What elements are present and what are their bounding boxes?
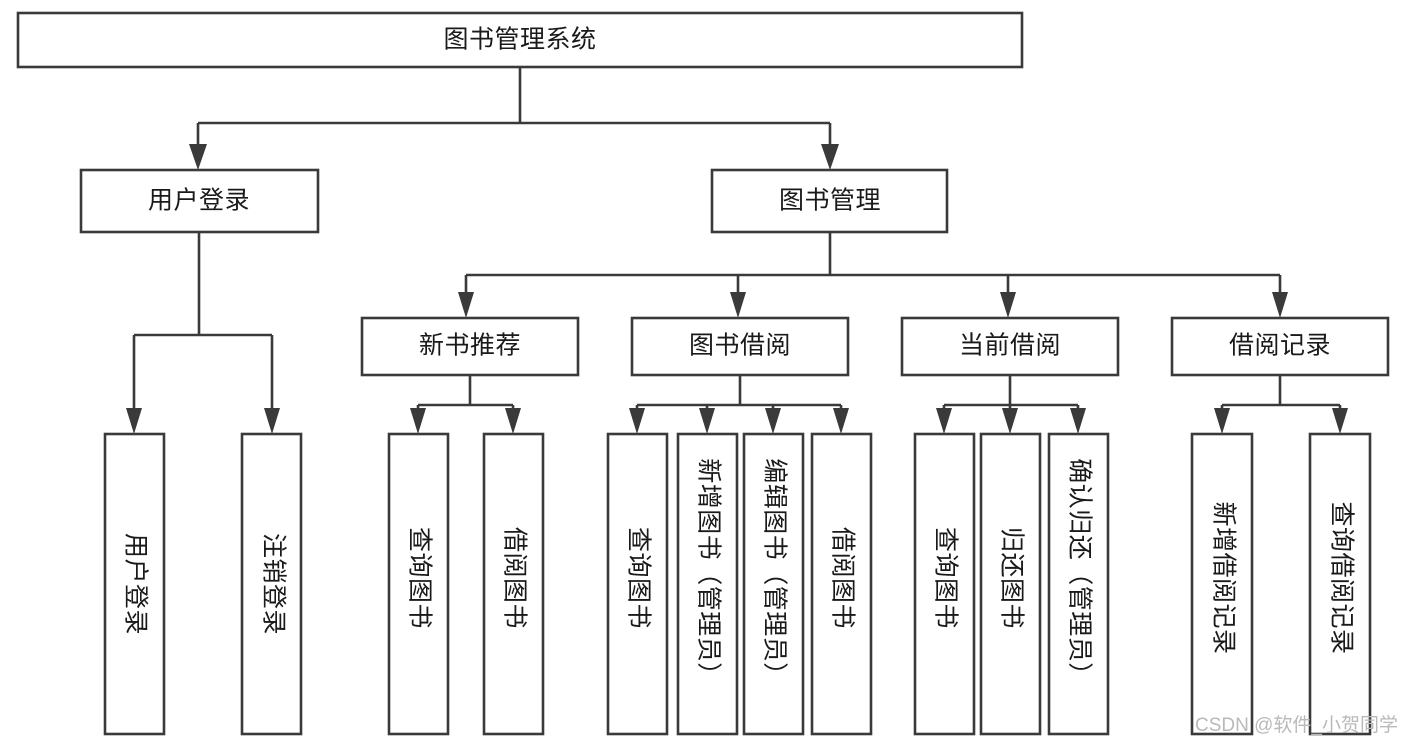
connector-layer <box>126 67 1348 434</box>
node-leaf-query-books-recommend[interactable]: 查询图书 <box>387 432 450 736</box>
node-new-book-recommend[interactable]: 新书推荐 <box>360 316 580 377</box>
arrow-bookborrow-leaf-4 <box>833 408 849 434</box>
arrow-bm-borrow-record <box>1272 292 1288 318</box>
node-current-borrow-label: 当前借阅 <box>959 332 1061 360</box>
node-leaf-borrow-books-recommend[interactable]: 借阅图书 <box>482 432 545 736</box>
node-book-management-box[interactable] <box>710 168 949 234</box>
node-leaf-confirm-return-admin-label: 确认归还（管理员） <box>1065 458 1093 688</box>
node-leaf-logout-login[interactable]: 注销登录 <box>240 432 303 736</box>
node-borrow-record[interactable]: 借阅记录 <box>1170 316 1390 377</box>
node-leaf-return-books[interactable]: 归还图书 <box>979 432 1042 736</box>
arrow-bm-new-book <box>458 292 474 318</box>
node-new-book-recommend-label: 新书推荐 <box>419 332 521 360</box>
node-borrow-record-label: 借阅记录 <box>1229 332 1331 360</box>
arrow-bm-book-borrow <box>730 292 746 318</box>
arrow-newbook-leaf-1 <box>410 408 426 434</box>
node-leaf-borrow-books-label: 借阅图书 <box>828 527 856 629</box>
node-leaf-add-borrow-record-label: 新增借阅记录 <box>1209 501 1237 654</box>
node-root[interactable]: 图书管理系统 <box>16 11 1024 69</box>
node-leaf-user-login[interactable]: 用户登录 <box>103 432 166 736</box>
node-user-login-label: 用户登录 <box>148 187 250 215</box>
arrow-currentborrow-leaf-2 <box>1002 408 1018 434</box>
node-user-login[interactable]: 用户登录 <box>79 168 320 234</box>
node-leaf-add-book-admin[interactable]: 新增图书（管理员） <box>676 432 739 736</box>
node-leaf-logout-login-box[interactable] <box>240 432 303 736</box>
node-book-borrow[interactable]: 图书借阅 <box>630 316 850 377</box>
node-book-borrow-label: 图书借阅 <box>689 332 791 360</box>
arrow-currentborrow-leaf-3 <box>1070 408 1086 434</box>
node-leaf-confirm-return-admin-box[interactable] <box>1047 432 1110 736</box>
arrow-newbook-leaf-2 <box>505 408 521 434</box>
node-root-box[interactable] <box>16 11 1024 69</box>
node-leaf-query-books-current[interactable]: 查询图书 <box>913 432 976 736</box>
arrow-bm-current-borrow <box>1000 292 1016 318</box>
node-leaf-add-book-admin-box[interactable] <box>676 432 739 736</box>
watermark-label: CSDN @软件_小贺同学 <box>1195 714 1398 736</box>
node-new-book-recommend-box[interactable] <box>360 316 580 377</box>
node-leaf-borrow-books[interactable]: 借阅图书 <box>810 432 873 736</box>
node-leaf-edit-book-admin[interactable]: 编辑图书（管理员） <box>742 432 805 736</box>
node-leaf-query-books-borrow-box[interactable] <box>606 432 669 736</box>
node-leaf-add-book-admin-label: 新增图书（管理员） <box>694 458 722 688</box>
node-leaf-logout-login-label: 注销登录 <box>259 533 287 635</box>
arrow-bookborrow-leaf-1 <box>629 408 645 434</box>
arrow-bookborrow-leaf-2 <box>699 408 715 434</box>
node-leaf-query-borrow-record-label: 查询借阅记录 <box>1327 501 1355 654</box>
node-leaf-query-books-borrow-label: 查询图书 <box>624 527 652 629</box>
node-leaf-query-borrow-record[interactable]: 查询借阅记录 <box>1308 432 1372 736</box>
arrow-borrowrecord-leaf-2 <box>1332 408 1348 434</box>
node-leaf-add-borrow-record[interactable]: 新增借阅记录 <box>1190 432 1254 736</box>
node-borrow-record-box[interactable] <box>1170 316 1390 377</box>
node-leaf-user-login-box[interactable] <box>103 432 166 736</box>
node-leaf-query-books-recommend-label: 查询图书 <box>405 527 433 629</box>
node-leaf-user-login-label: 用户登录 <box>121 533 149 635</box>
arrow-bookborrow-leaf-3 <box>765 408 781 434</box>
node-leaf-edit-book-admin-label: 编辑图书（管理员） <box>760 458 788 688</box>
node-current-borrow-box[interactable] <box>900 316 1120 377</box>
node-user-login-box[interactable] <box>79 168 320 234</box>
node-book-management-label: 图书管理 <box>779 187 881 215</box>
node-leaf-return-books-label: 归还图书 <box>997 527 1025 629</box>
node-leaf-query-books-recommend-box[interactable] <box>387 432 450 736</box>
node-leaf-borrow-books-recommend-label: 借阅图书 <box>500 527 528 629</box>
arrow-root-to-user-login <box>189 144 207 170</box>
node-leaf-return-books-box[interactable] <box>979 432 1042 736</box>
node-root-label: 图书管理系统 <box>443 26 596 54</box>
node-book-borrow-box[interactable] <box>630 316 850 377</box>
node-leaf-confirm-return-admin[interactable]: 确认归还（管理员） <box>1047 432 1110 736</box>
node-leaf-borrow-books-recommend-box[interactable] <box>482 432 545 736</box>
arrow-currentborrow-leaf-1 <box>936 408 952 434</box>
arrow-root-to-book-management <box>821 144 839 170</box>
node-book-management[interactable]: 图书管理 <box>710 168 949 234</box>
arrow-borrowrecord-leaf-1 <box>1214 408 1230 434</box>
node-leaf-query-books-current-box[interactable] <box>913 432 976 736</box>
arrow-user-login-leaf-1 <box>126 408 142 434</box>
node-leaf-borrow-books-box[interactable] <box>810 432 873 736</box>
node-leaf-query-books-current-label: 查询图书 <box>931 527 959 629</box>
node-leaf-add-borrow-record-box[interactable] <box>1190 432 1254 736</box>
node-current-borrow[interactable]: 当前借阅 <box>900 316 1120 377</box>
arrow-user-login-leaf-2 <box>264 408 280 434</box>
node-leaf-query-borrow-record-box[interactable] <box>1308 432 1372 736</box>
node-leaf-edit-book-admin-box[interactable] <box>742 432 805 736</box>
node-leaf-query-books-borrow[interactable]: 查询图书 <box>606 432 669 736</box>
